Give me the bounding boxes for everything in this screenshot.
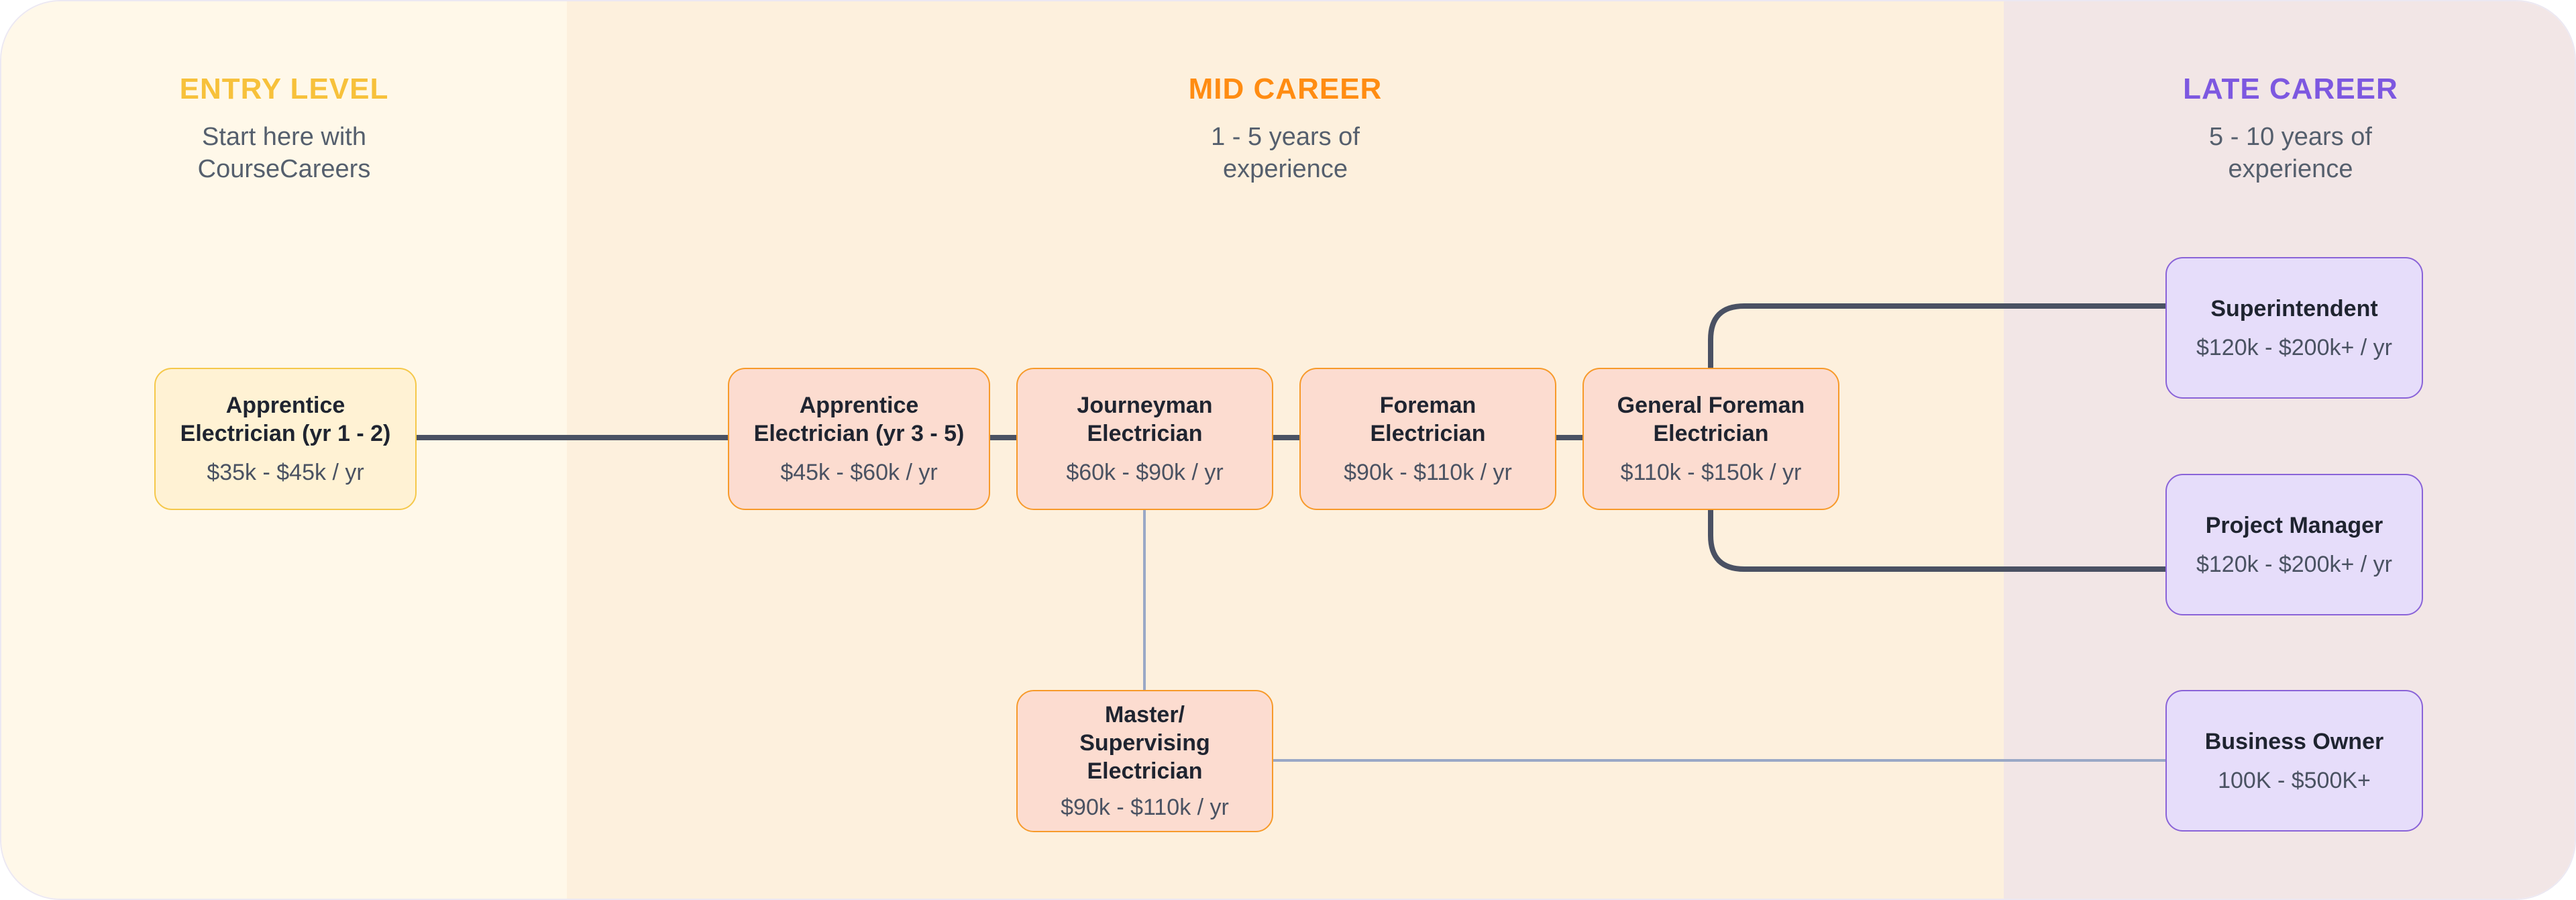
node-title: Apprentice Electrician (yr 3 - 5)	[753, 393, 965, 446]
node-title: Project Manager	[2205, 512, 2383, 538]
late-career-title: LATE CAREER	[2183, 72, 2398, 105]
node-salary: $45k - $60k / yr	[780, 460, 938, 485]
entry-level-column: ENTRY LEVEL Start here with CourseCareer…	[1, 1, 567, 899]
node-apprentice-electrician-yr3-5: Apprentice Electrician (yr 3 - 5) $45k -…	[728, 368, 990, 510]
connector-general-foreman-superintendent	[1708, 303, 2165, 368]
node-general-foreman-electrician: General Foreman Electrician $110k - $150…	[1582, 368, 1839, 510]
node-apprentice-electrician-yr1-2: Apprentice Electrician (yr 1 - 2) $35k -…	[154, 368, 417, 510]
connector-general-foreman-project-manager	[1708, 510, 2165, 572]
late-career-subtitle: 5 - 10 years of experience	[2209, 123, 2372, 183]
node-title: Apprentice Electrician (yr 1 - 2)	[180, 393, 391, 446]
node-salary: $110k - $150k / yr	[1620, 460, 1802, 485]
node-title: Journeyman Electrician	[1077, 393, 1213, 446]
node-salary: $90k - $110k / yr	[1061, 795, 1229, 820]
node-title: Superintendent	[2210, 295, 2378, 321]
node-superintendent: Superintendent $120k - $200k+ / yr	[2165, 257, 2423, 399]
mid-career-title: MID CAREER	[1188, 72, 1383, 105]
node-salary: 100K - $500K+	[2218, 767, 2371, 793]
node-salary: $120k - $200k+ / yr	[2196, 551, 2392, 577]
node-master-supervising-electrician: Master/ Supervising Electrician $90k - $…	[1016, 690, 1273, 832]
node-salary: $120k - $200k+ / yr	[2196, 334, 2392, 360]
mid-career-subtitle: 1 - 5 years of experience	[1211, 123, 1360, 183]
node-project-manager: Project Manager $120k - $200k+ / yr	[2165, 474, 2423, 615]
node-title: Business Owner	[2204, 728, 2384, 754]
node-salary: $60k - $90k / yr	[1066, 460, 1224, 485]
node-salary: $90k - $110k / yr	[1344, 460, 1512, 485]
node-title: General Foreman Electrician	[1617, 393, 1805, 446]
node-business-owner: Business Owner 100K - $500K+	[2165, 690, 2423, 832]
entry-level-subtitle: Start here with CourseCareers	[197, 123, 371, 183]
node-journeyman-electrician: Journeyman Electrician $60k - $90k / yr	[1016, 368, 1273, 510]
node-title: Foreman Electrician	[1370, 393, 1486, 446]
node-salary: $35k - $45k / yr	[207, 460, 364, 485]
entry-level-title: ENTRY LEVEL	[179, 72, 389, 105]
node-foreman-electrician: Foreman Electrician $90k - $110k / yr	[1299, 368, 1556, 510]
node-title: Master/ Supervising Electrician	[1079, 702, 1210, 784]
